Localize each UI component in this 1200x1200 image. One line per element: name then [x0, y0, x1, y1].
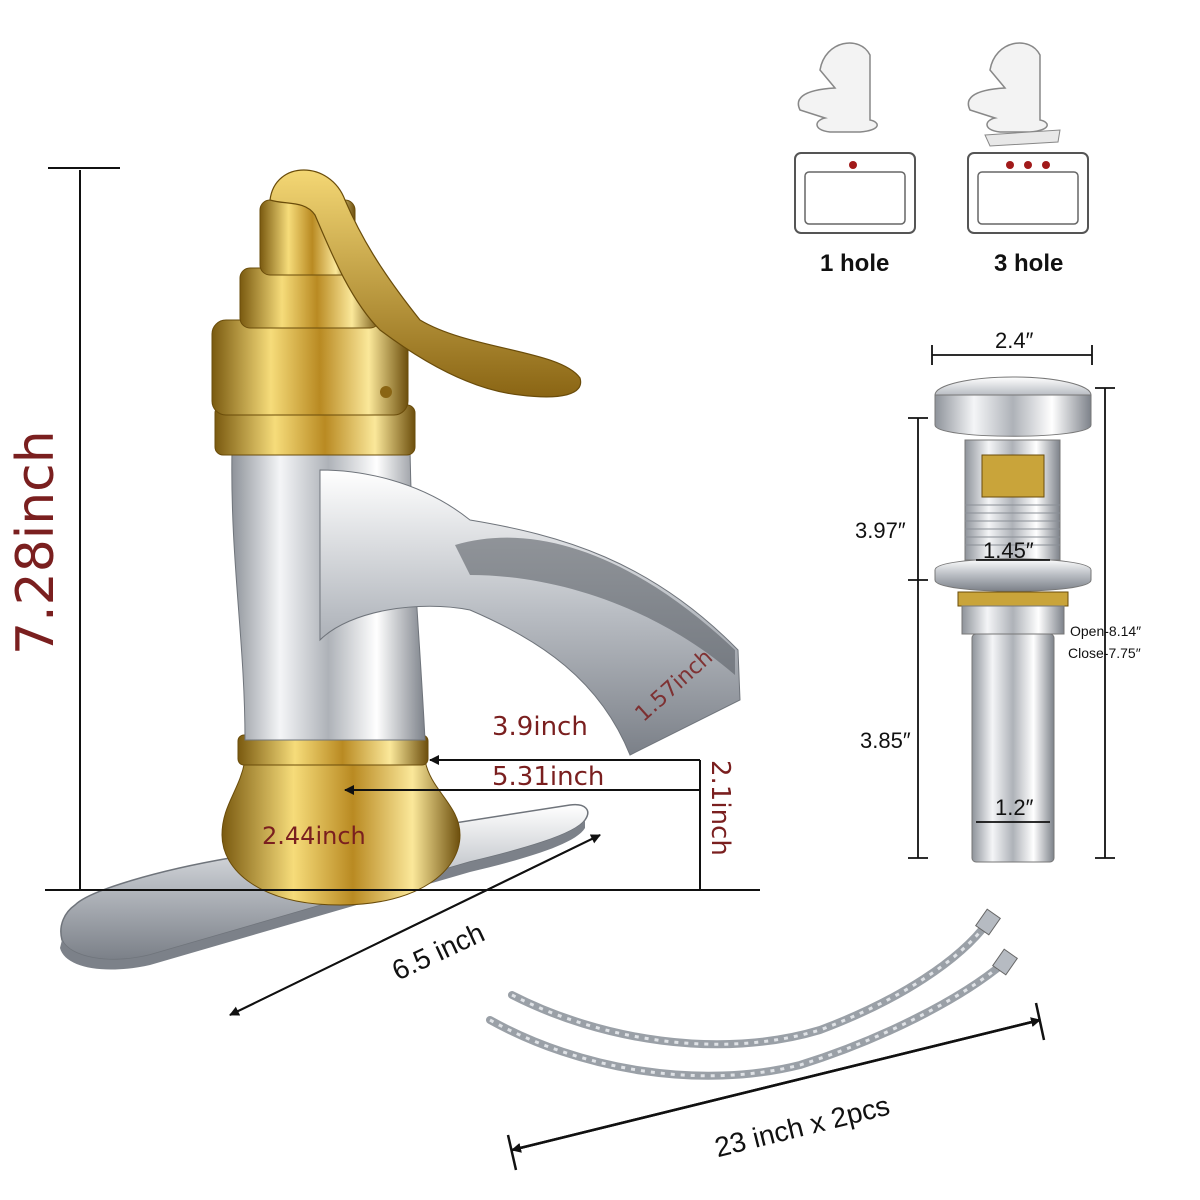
drain-thread-diameter-label: 1.45″	[983, 538, 1034, 563]
three-hole-label: 3 hole	[994, 250, 1064, 277]
drain-open-length-label: Open-8.14″	[1070, 623, 1142, 639]
drain-dimension-lines	[908, 345, 1115, 859]
faucet-base-gold	[221, 759, 461, 906]
hose-dimension-line	[506, 1002, 1046, 1171]
pop-up-drain	[934, 376, 1092, 863]
spout-clearance-label: 2.1inch	[705, 760, 735, 856]
drain-upper-height-label: 3.97″	[855, 518, 906, 543]
one-hole-option	[794, 42, 916, 234]
one-hole-label: 1 hole	[820, 250, 890, 277]
drain-lower-height-label: 3.85″	[860, 728, 911, 753]
faucet-handle	[269, 169, 582, 398]
base-diameter-label: 2.44inch	[262, 822, 366, 850]
faucet-height-label: 7.28inch	[6, 430, 66, 655]
faucet-illustration	[60, 169, 741, 970]
center-to-spout-label: 5.31inch	[492, 762, 605, 792]
drain-close-length-label: Close-7.75″	[1068, 645, 1141, 661]
three-hole-option	[967, 42, 1089, 234]
drain-cap-width-label: 2.4″	[995, 328, 1034, 353]
faucet-spout	[319, 469, 741, 756]
supply-hoses	[486, 908, 1018, 1080]
spout-reach-label: 3.9inch	[492, 712, 588, 742]
faucet-dimension-lines	[45, 167, 760, 1016]
drain-tail-diameter-label: 1.2″	[995, 795, 1034, 820]
